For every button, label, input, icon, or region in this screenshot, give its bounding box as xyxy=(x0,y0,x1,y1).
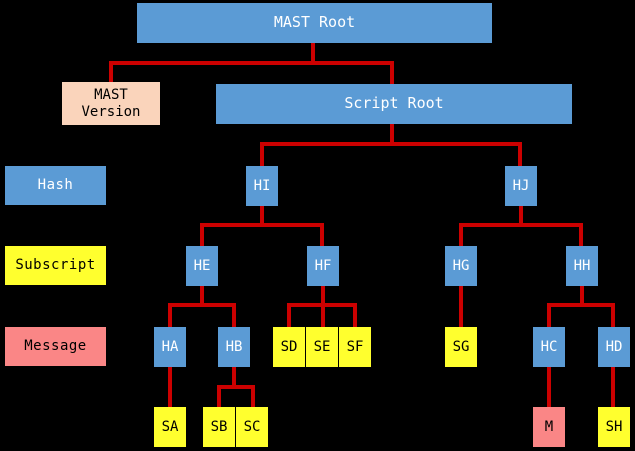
edge-hi-stem xyxy=(260,205,264,225)
edge-he-to-hb xyxy=(232,303,236,327)
edge-mastroot-bar xyxy=(109,61,394,65)
edge-hf-bar xyxy=(287,303,355,307)
edge-hb-to-sb xyxy=(217,385,221,407)
node-sf[interactable]: SF xyxy=(339,327,371,367)
edge-he-stem xyxy=(200,285,204,305)
edge-hj-stem xyxy=(519,205,523,225)
legend-item-hash: Hash xyxy=(5,166,106,205)
edge-hb-stem xyxy=(232,366,236,387)
edge-hh-stem xyxy=(580,285,584,305)
edge-hj-bar xyxy=(459,223,583,227)
edge-hg-to-sg xyxy=(459,285,463,327)
node-sd[interactable]: SD xyxy=(273,327,305,367)
edge-hi-to-hf xyxy=(320,223,324,247)
edge-scriptroot-to-hj xyxy=(518,142,522,166)
edge-hd-to-sh xyxy=(611,366,615,407)
node-hd[interactable]: HD xyxy=(598,327,630,367)
node-hf[interactable]: HF xyxy=(307,246,339,286)
edge-hj-to-hh xyxy=(579,223,583,247)
edge-to-mastversion xyxy=(109,61,113,83)
edge-he-to-ha xyxy=(168,303,172,327)
edge-hh-to-hd xyxy=(611,303,615,327)
legend-item-message: Message xyxy=(5,327,106,366)
node-sg[interactable]: SG xyxy=(445,327,477,367)
node-sa[interactable]: SA xyxy=(154,407,186,447)
edge-hj-to-hg xyxy=(459,223,463,247)
edge-mastroot-stem xyxy=(311,43,315,64)
edge-hi-bar xyxy=(200,223,324,227)
edge-he-bar xyxy=(168,303,236,307)
edge-hb-bar xyxy=(217,385,253,389)
node-se[interactable]: SE xyxy=(306,327,338,367)
node-mast-root[interactable]: MAST Root xyxy=(137,3,492,43)
edge-to-scriptroot xyxy=(390,61,394,85)
edge-hb-to-sc xyxy=(251,385,255,407)
edge-hi-to-he xyxy=(200,223,204,247)
node-script-root[interactable]: Script Root xyxy=(216,84,572,124)
node-hj[interactable]: HJ xyxy=(505,166,537,206)
node-hh[interactable]: HH xyxy=(566,246,598,286)
node-sc[interactable]: SC xyxy=(236,407,268,447)
legend-item-subscript: Subscript xyxy=(5,246,106,285)
node-sh[interactable]: SH xyxy=(598,407,630,447)
node-hg[interactable]: HG xyxy=(445,246,477,286)
edge-hh-bar xyxy=(547,303,613,307)
node-hc[interactable]: HC xyxy=(533,327,565,367)
node-sb[interactable]: SB xyxy=(203,407,235,447)
edge-scriptroot-to-hi xyxy=(260,142,264,166)
edge-hc-to-m xyxy=(547,366,551,407)
node-he[interactable]: HE xyxy=(186,246,218,286)
edge-hh-to-hc xyxy=(547,303,551,327)
node-m[interactable]: M xyxy=(533,407,565,447)
edge-hf-to-sf xyxy=(353,303,357,327)
edge-scriptroot-bar xyxy=(260,142,522,146)
node-ha[interactable]: HA xyxy=(154,327,186,367)
node-mast-version[interactable]: MAST Version xyxy=(62,82,160,125)
edge-ha-to-sa xyxy=(168,366,172,407)
node-hb[interactable]: HB xyxy=(218,327,250,367)
node-hi[interactable]: HI xyxy=(246,166,278,206)
edge-hf-to-sd xyxy=(287,303,291,327)
edge-scriptroot-stem xyxy=(390,124,394,144)
